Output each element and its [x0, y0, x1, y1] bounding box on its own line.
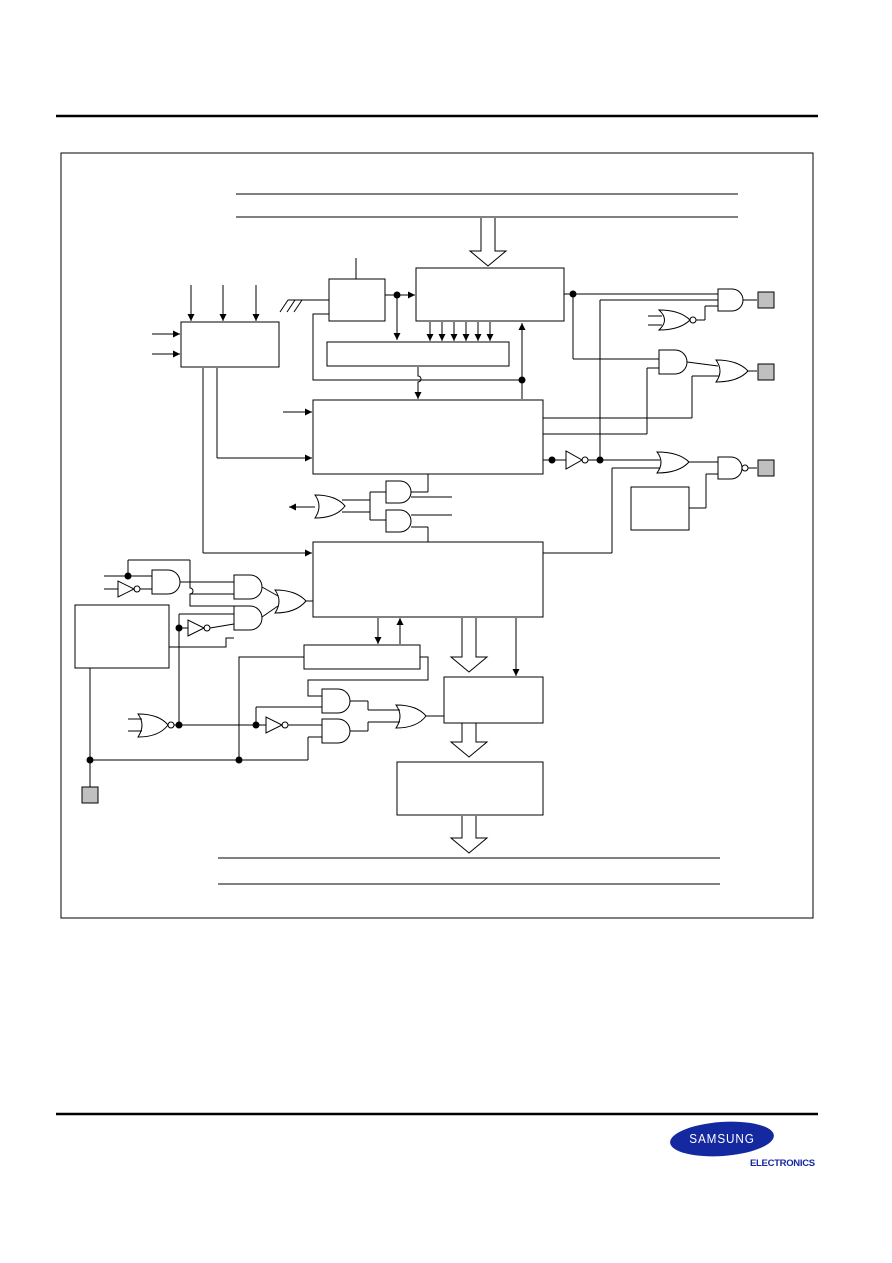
prescaler-block	[74, 604, 170, 669]
capture-register-block	[312, 541, 544, 618]
logo-wordmark: SAMSUNG	[689, 1131, 755, 1146]
input-pin	[81, 786, 99, 804]
inverter-l1	[117, 580, 136, 598]
and-gate-b1	[321, 688, 351, 714]
bus-arrow-low	[449, 723, 489, 758]
and-gate-l1	[151, 569, 181, 595]
bus-arrow-bottom	[449, 816, 489, 854]
nor-gate-b	[137, 713, 169, 738]
nand-gate-out3	[717, 456, 743, 480]
or-gate-out2	[715, 359, 749, 383]
or-gate-l	[274, 589, 307, 614]
bus-arrow-mid	[449, 618, 489, 673]
inverter-b	[265, 716, 284, 734]
and-gate-l3	[233, 605, 263, 631]
or-gate-b	[395, 704, 427, 729]
bus-bit-arrows	[426, 322, 494, 341]
timer-counter-block	[312, 399, 544, 475]
diagram-frame	[60, 152, 814, 919]
top-data-bus	[236, 193, 738, 218]
bottom-data-bus	[218, 857, 720, 885]
output-control-block	[630, 486, 690, 531]
mode-control-block	[180, 321, 280, 368]
or-gate-3	[655, 451, 690, 474]
and-gate-int1	[385, 480, 412, 504]
compare-buffer-bar	[303, 644, 421, 670]
feedback-loop	[312, 313, 522, 381]
output-pin-3	[757, 459, 775, 477]
samsung-logo: SAMSUNG ELECTRONICS	[668, 1118, 818, 1172]
and-gate-mid	[658, 349, 688, 375]
clock-source-block	[328, 278, 386, 322]
and-gate-l2	[233, 574, 263, 600]
output-latch-block	[443, 676, 544, 724]
logo-subtitle: ELECTRONICS	[750, 1158, 815, 1169]
or-gate-int	[314, 494, 346, 519]
output-pin-2	[757, 363, 775, 381]
and-gate-b2	[321, 718, 351, 744]
output-pin-1	[757, 291, 775, 309]
nor-gate-small	[657, 309, 691, 331]
and-gate-int2	[385, 509, 412, 533]
output-buffer-block	[396, 761, 544, 816]
and-gate-out1	[717, 288, 744, 312]
counter-buffer-bar	[326, 341, 510, 367]
ground-symbol	[279, 299, 329, 313]
data-register-block	[415, 267, 565, 322]
bus-arrow-top	[468, 218, 508, 267]
inverter-l2	[187, 619, 206, 637]
inverter-1	[565, 450, 584, 470]
